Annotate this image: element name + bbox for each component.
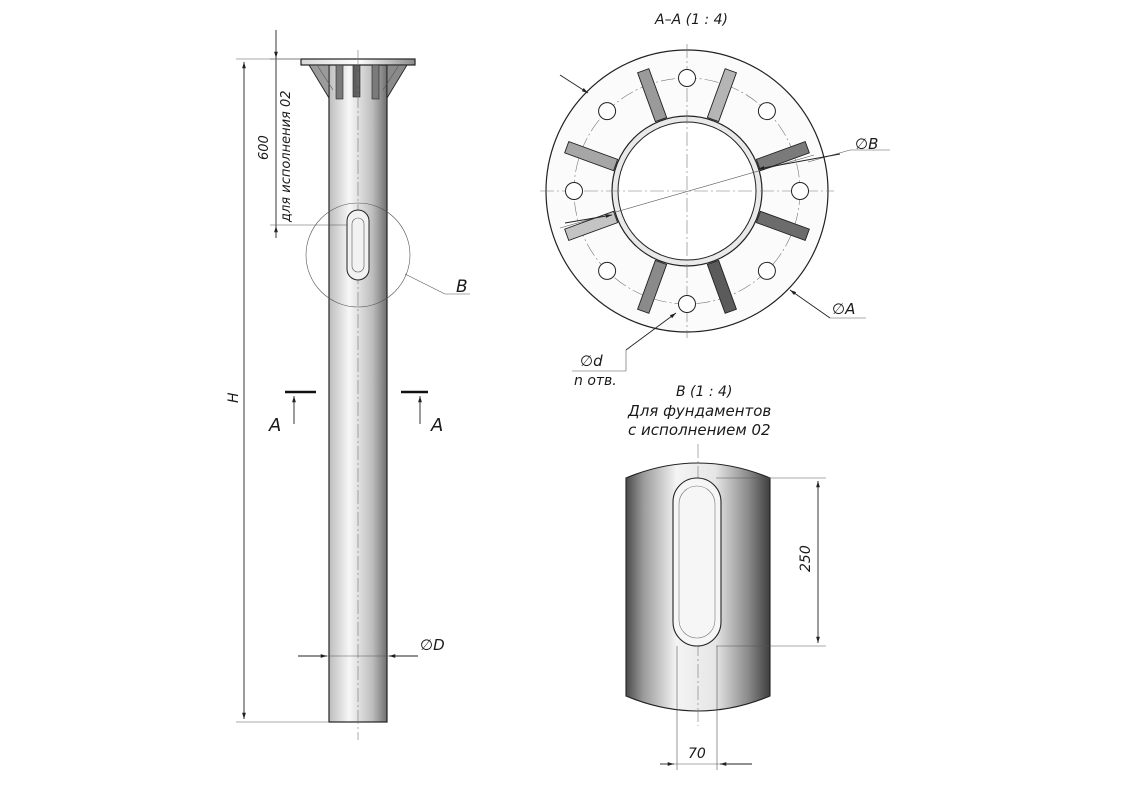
rib [564, 210, 619, 241]
dia-a-label: ∅A [832, 300, 855, 318]
dia-d-small-label: ∅d [580, 352, 603, 370]
rib [564, 141, 619, 172]
n-holes-label: n отв. [574, 373, 617, 389]
pipe-slot [346, 209, 370, 281]
rib [755, 210, 810, 241]
detail-caption-1: Для фундаментов [627, 402, 771, 420]
detail-b-circle [305, 202, 411, 308]
svg-text:A: A [268, 415, 281, 436]
rib [637, 68, 668, 123]
section-mark-right: A [401, 390, 443, 436]
rib [706, 68, 737, 123]
bolt-hole [757, 261, 776, 280]
section-mark-left: A [268, 390, 316, 436]
svg-text:A: A [430, 415, 443, 436]
detail-caption-2: с исполнением 02 [628, 421, 771, 439]
detail-slot [672, 477, 722, 647]
detail-b-label: B [456, 277, 468, 297]
bolt-hole [678, 69, 696, 87]
detail-title: B (1 : 4) [676, 384, 732, 400]
bolt-hole [757, 102, 776, 121]
dia-b-label: ∅B [855, 135, 878, 153]
bolt-hole [791, 182, 809, 200]
dim-600: 600 [257, 135, 272, 160]
flange-ribs-section [564, 68, 810, 314]
flange-ribs [308, 64, 408, 100]
dia-d-label: ∅D [420, 636, 445, 654]
section-a-a: A–A (1 : 4) ∅B ∅A ∅d n отв. [540, 12, 890, 389]
for-version-02-label: для исполнения 02 [279, 90, 294, 223]
dim-250: 250 [798, 545, 814, 572]
bolt-hole [598, 102, 617, 121]
detail-b-view: B (1 : 4) Для фундаментов с исполнением … [625, 384, 826, 770]
section-title: A–A (1 : 4) [654, 12, 728, 28]
bolt-hole [678, 295, 696, 313]
rib [755, 141, 810, 172]
rib [637, 259, 668, 314]
bolt-holes [565, 69, 809, 313]
pipe-main-view: B 600 для исполнения 02 H A A ∅D [226, 30, 470, 740]
bolt-hole [598, 261, 617, 280]
dim-70: 70 [688, 746, 706, 762]
bolt-hole [565, 182, 583, 200]
dim-h: H [226, 392, 242, 403]
rib [706, 259, 737, 314]
